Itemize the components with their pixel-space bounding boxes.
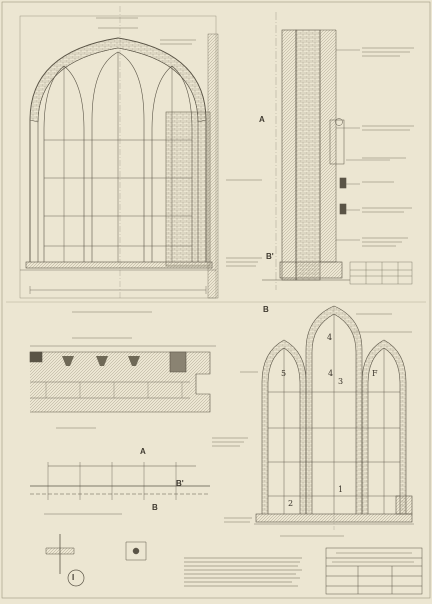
elevation-notes	[72, 17, 262, 313]
section-notes	[362, 47, 414, 247]
section-mark-a-bottom: A	[140, 447, 146, 456]
cornice-detail	[29, 345, 216, 413]
panel-number: 4	[327, 333, 333, 342]
window-elevation-detail	[254, 305, 414, 530]
vertical-section	[262, 12, 390, 290]
window-elevation	[19, 6, 219, 300]
specification-notes	[184, 557, 302, 587]
panel-number: 1	[338, 485, 344, 494]
section-mark-b-prime: B'	[266, 252, 274, 261]
detail-mark-i: I	[72, 573, 75, 582]
title-block	[325, 547, 423, 595]
panel-number: F	[372, 369, 378, 378]
section-mark-b-bottom: B	[152, 503, 158, 512]
glazing-bar-plan	[30, 462, 210, 587]
panel-number: 4	[328, 369, 334, 378]
panel-number: 5	[281, 369, 287, 378]
dimension-strip	[349, 261, 413, 285]
panel-number: 2	[288, 499, 294, 508]
section-mark-b: B	[263, 305, 269, 314]
section-mark-b-prime-bottom: B'	[176, 479, 184, 488]
bottom-notes	[56, 313, 412, 537]
section-mark-a: A	[259, 115, 265, 124]
panel-number: 3	[338, 377, 344, 386]
